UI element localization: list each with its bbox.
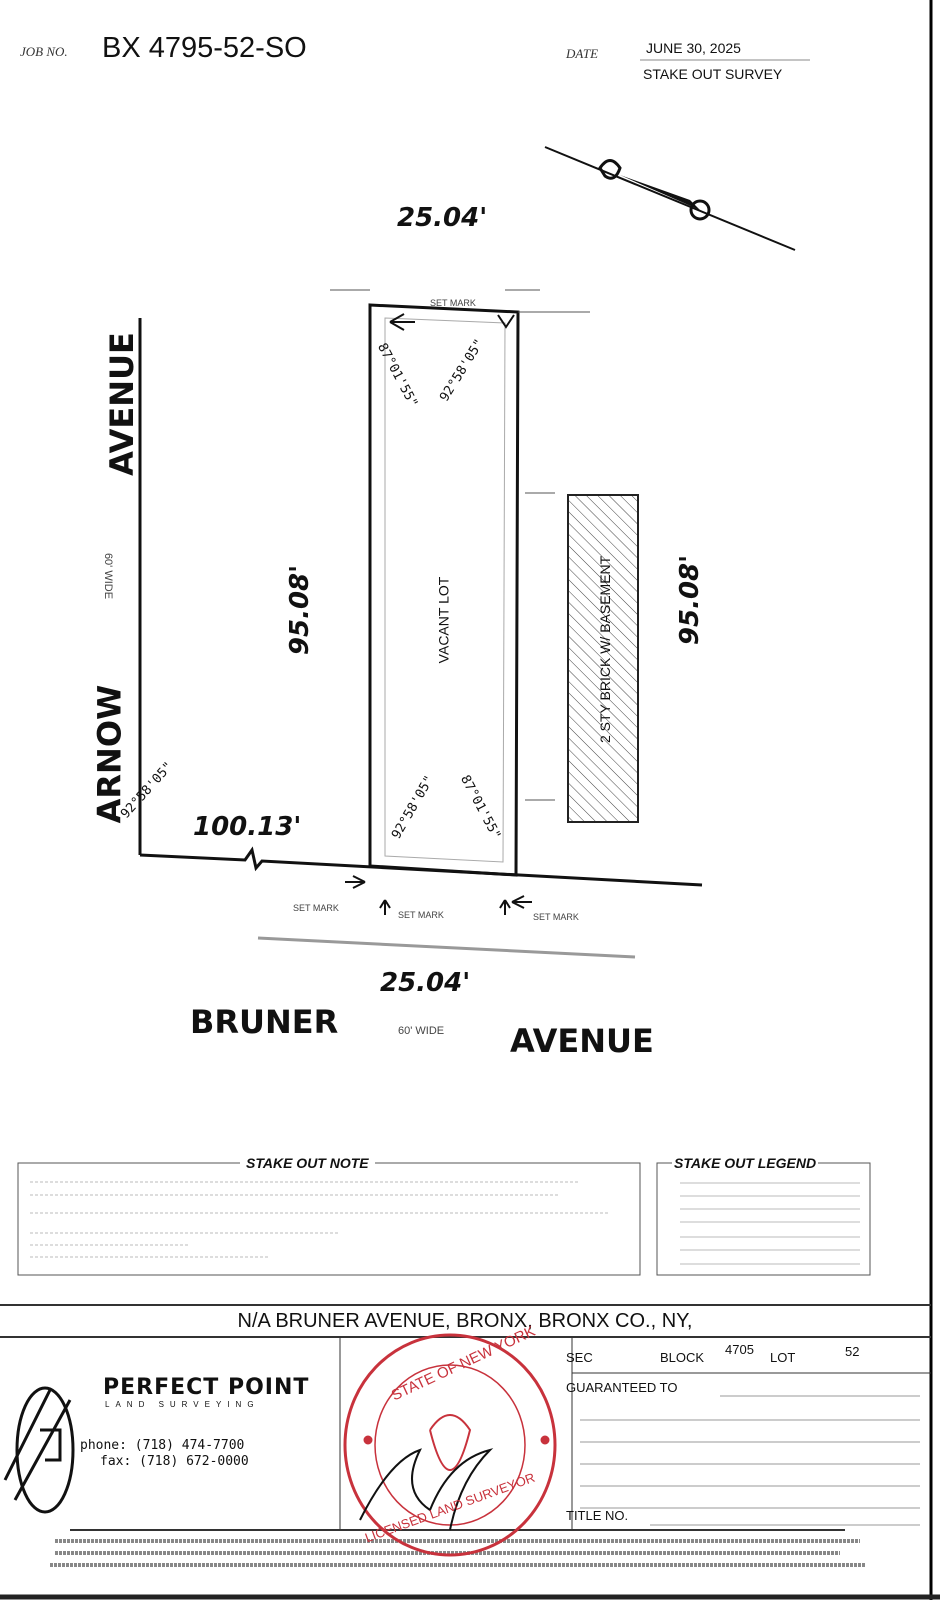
date-label: DATE	[566, 46, 599, 61]
survey-date: JUNE 30, 2025	[646, 40, 741, 56]
street-width-west: 60' WIDE	[102, 552, 115, 600]
street-name-arnow: ARNOW	[90, 684, 129, 824]
depth-dimension-left: 95.08'	[285, 564, 316, 656]
existing-building	[567, 494, 639, 823]
title-no-label: TITLE NO.	[566, 1508, 629, 1523]
company-subtitle: LAND SURVEYING	[105, 1400, 260, 1409]
signature	[359, 1448, 494, 1531]
stake-out-note-box	[17, 1162, 641, 1276]
property-address: N/A BRUNER AVENUE, BRONX, BRONX CO., NY,	[237, 1310, 693, 1332]
street-width-south: 60' WIDE	[398, 1025, 445, 1037]
guaranteed-to-label: GUARANTEED TO	[566, 1380, 678, 1395]
set-mark-label: SET MARK	[293, 903, 339, 913]
survey-type: STAKE OUT SURVEY	[643, 66, 783, 82]
perfect-point-logo	[3, 1386, 75, 1514]
corner-distance: 100.13'	[193, 812, 302, 842]
set-mark-label: SET MARK	[533, 912, 579, 922]
block-label: BLOCK	[660, 1350, 705, 1365]
north-arrow-icon	[544, 146, 796, 251]
lot-label: VACANT LOT	[435, 576, 452, 664]
lot-value: 52	[845, 1344, 860, 1359]
street-name-bruner: BRUNER	[190, 1003, 339, 1041]
set-mark-label: SET MARK	[398, 910, 444, 920]
front-dimension-top: 25.04'	[397, 203, 488, 233]
surveyor-seal	[343, 1333, 557, 1557]
building-label: 2 STY BRICK W/ BASEMENT	[597, 555, 613, 743]
street-name-avenue-west: AVENUE	[102, 332, 141, 476]
stake-out-note-title: STAKE OUT NOTE	[240, 1155, 375, 1171]
depth-dimension-right: 95.08'	[675, 554, 706, 646]
stake-out-legend-box	[656, 1162, 871, 1276]
company-phone: phone: (718) 474-7700	[80, 1438, 245, 1453]
company-name: PERFECT POINT	[103, 1375, 310, 1400]
sec-label: SEC	[566, 1350, 593, 1365]
street-line-bruner	[139, 846, 703, 887]
stake-out-legend-title: STAKE OUT LEGEND	[672, 1155, 819, 1171]
lot-boundary	[368, 303, 520, 877]
front-dimension-bottom: 25.04'	[380, 968, 471, 998]
street-name-avenue-south: AVENUE	[510, 1022, 654, 1060]
company-fax: fax: (718) 672-0000	[100, 1454, 249, 1469]
lot-label: LOT	[770, 1350, 796, 1365]
block-value: 4705	[725, 1342, 754, 1357]
job-number: BX 4795-52-SO	[102, 32, 307, 64]
set-mark-label: SET MARK	[430, 298, 476, 308]
job-number-label: JOB NO.	[20, 44, 68, 59]
